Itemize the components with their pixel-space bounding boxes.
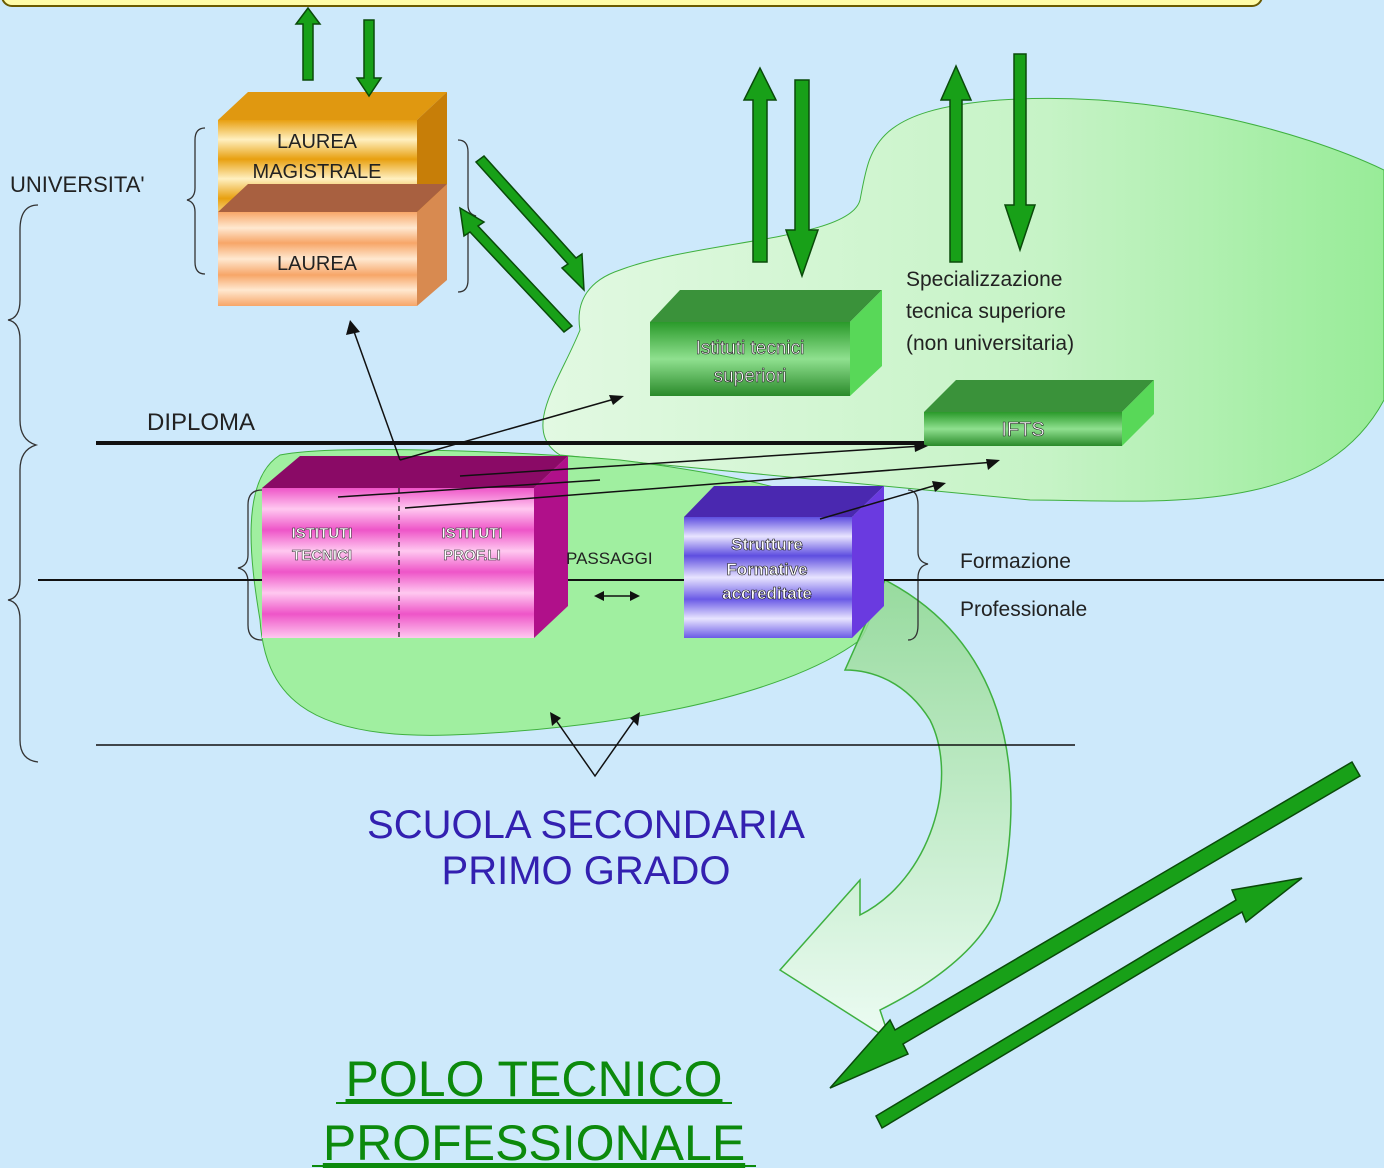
specializzazione-line-2: tecnica superiore <box>906 300 1066 323</box>
arrow-down-top <box>355 19 383 98</box>
formazione-brace <box>907 489 929 641</box>
strutture-formative-box <box>684 486 884 638</box>
arrow-up-top <box>294 6 322 81</box>
polo-title-line-2: PROFESSIONALE <box>323 1115 745 1168</box>
universita-label: UNIVERSITA' <box>10 172 145 197</box>
ifts-text: IFTS <box>1001 419 1044 441</box>
arrow-istituti-line <box>337 479 601 498</box>
arrow-up-spec <box>939 64 973 263</box>
laurea-magistrale-text-2: MAGISTRALE <box>253 161 382 183</box>
top-banner <box>1 0 1263 7</box>
strutture-text-2: Formative <box>726 560 807 579</box>
arrow-down-its <box>784 79 820 279</box>
arrow-to-ifts-1 <box>459 445 923 477</box>
curved-down-arrow <box>778 578 1012 1042</box>
istituti-prof-text-2: PROF.LI <box>443 547 501 564</box>
its-text-1: Istituti tecnici <box>696 338 805 359</box>
arrow-down-spec <box>1003 53 1037 253</box>
specializzazione-line-1: Specializzazione <box>906 268 1062 291</box>
laurea-magistrale-text-1: LAUREA <box>277 131 358 153</box>
istituti-tecnici-superiori-box <box>650 290 882 396</box>
diploma-label: DIPLOMA <box>147 409 255 436</box>
connector-arrows <box>337 325 996 778</box>
istituti-tecnici-text-2: TECNICI <box>292 547 352 564</box>
formazione-label: Formazione <box>960 550 1071 573</box>
professionale-label: Professionale <box>960 598 1087 621</box>
arrow-scuola-up <box>552 715 638 778</box>
passaggi-label: PASSAGGI <box>566 549 653 568</box>
universita-brace <box>186 127 206 275</box>
arrow-up-left-laurea <box>459 206 574 334</box>
laurea-right-brace <box>457 139 477 293</box>
laurea-text: LAUREA <box>277 253 358 275</box>
strutture-text-1: Strutture <box>731 535 803 554</box>
istituti-prof-text-1: ISTITUTI <box>442 525 503 542</box>
arrow-down-right-laurea <box>474 154 585 292</box>
arrow-up-its <box>742 66 778 263</box>
arrow-to-ifts-2 <box>404 461 996 509</box>
arrow-polo-up <box>875 877 1303 1130</box>
istituti-brace <box>237 489 263 641</box>
istituti-box <box>262 456 568 638</box>
scuola-secondaria-line-2: PRIMO GRADO <box>442 849 731 893</box>
left-brace-large <box>7 204 39 763</box>
its-text-2: superiori <box>714 366 787 387</box>
arrowheads <box>346 320 1000 726</box>
arrow-to-laurea <box>351 325 401 461</box>
strutture-text-3: accreditate <box>722 584 812 603</box>
upper-green-region <box>542 97 1384 502</box>
arrow-polo-down <box>829 760 1362 1089</box>
arrow-to-its <box>399 397 619 461</box>
ifts-box <box>924 380 1154 446</box>
polo-title-line-1: POLO TECNICO <box>346 1051 723 1107</box>
istituti-tecnici-text-1: ISTITUTI <box>292 525 353 542</box>
specializzazione-line-3: (non universitaria) <box>906 332 1074 355</box>
arrow-strutture-ifts <box>819 483 941 520</box>
green-arrows <box>294 6 1362 1130</box>
laurea-box <box>218 184 447 306</box>
scuola-secondaria-line-1: SCUOLA SECONDARIA <box>367 803 805 847</box>
